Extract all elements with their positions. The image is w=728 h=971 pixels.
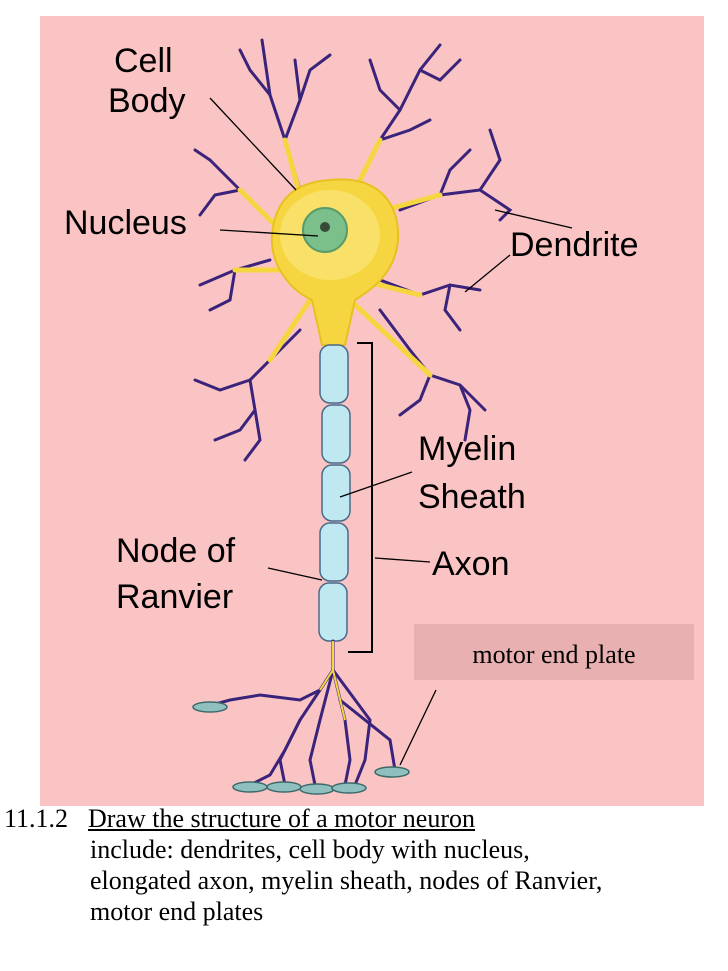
motor-end-plate-leader [399,689,437,766]
cell-body-leader [209,97,297,191]
myelin-segment [318,582,348,642]
axon-leader [374,557,431,563]
nucleolus [320,222,330,232]
caption: 11.1.2 Draw the structure of a motor neur… [4,803,728,927]
leader-lines [209,97,573,766]
caption-heading: 11.1.2 Draw the structure of a motor neur… [4,803,728,834]
caption-line-3: motor end plates [90,897,264,926]
label-node-line2: Ranvier [116,578,233,616]
motor-end-plate [374,766,410,778]
myelin-segment [321,404,351,464]
axon-bracket [348,342,373,653]
dendrite-leader-lower [464,254,511,293]
myelin-sheath [318,344,351,642]
myelin-segment [319,522,349,582]
motor-end-plate-label-box [414,624,694,680]
label-axon: Axon [432,545,510,583]
myelin-segment [321,464,351,522]
motor-end-plate [232,781,268,793]
motor-end-plate [331,782,367,794]
motor-end-plate [299,783,335,795]
motor-end-plate [266,781,302,793]
caption-line-1: include: dendrites, cell body with nucle… [90,835,530,864]
nucleus-leader [219,229,319,237]
myelin-leader [339,471,413,498]
caption-number: 11.1.2 [4,804,69,833]
neuron-diagram: Cell Body Nucleus Dendrite Myelin Sheath… [40,16,704,806]
label-cell-body-line1: Cell [114,42,173,80]
motor-end-plate [192,701,228,713]
label-motor-end-plate: motor end plate [472,640,635,669]
caption-title: Draw the structure of a motor neuron [88,804,475,833]
label-node-line1: Node of [116,532,236,570]
label-cell-body-line2: Body [108,82,186,120]
caption-line-2: elongated axon, myelin sheath, nodes of … [90,866,603,895]
label-myelin-line2: Sheath [418,478,526,516]
axon-terminal-core [319,641,346,721]
label-dendrite: Dendrite [510,226,639,264]
myelin-segment [319,344,349,404]
motor-end-plates [192,701,410,795]
label-myelin-line1: Myelin [418,430,516,468]
node-leader [267,567,323,581]
label-nucleus: Nucleus [64,204,187,242]
dendrite-leader-upper [494,209,573,229]
